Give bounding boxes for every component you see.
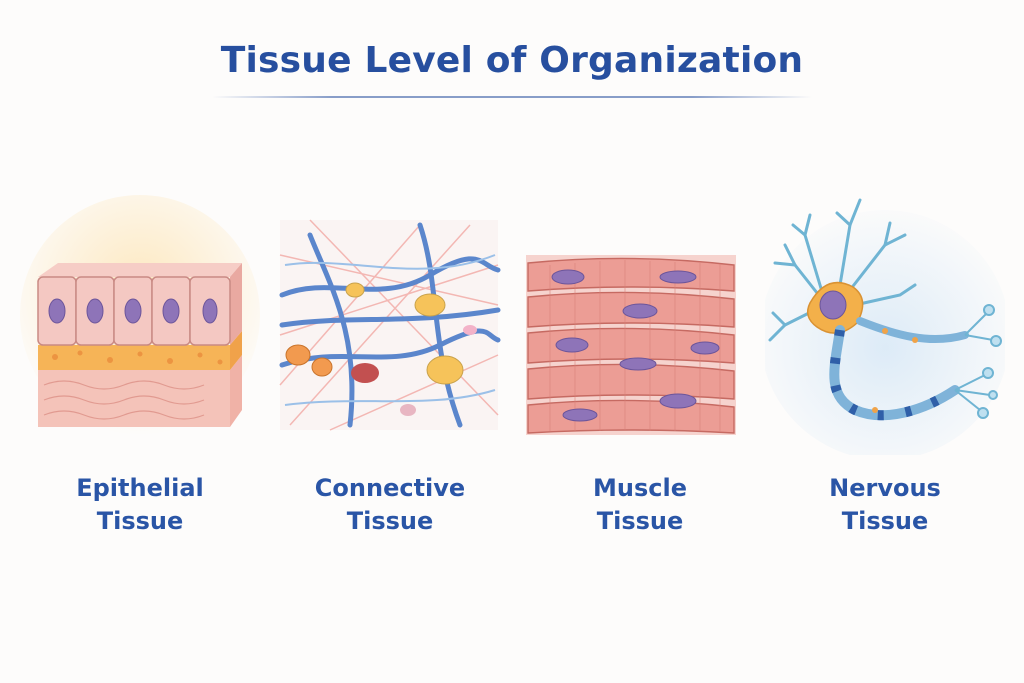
nervous-tissue-illustration	[765, 195, 1005, 455]
muscle-tissue-illustration	[520, 195, 760, 455]
epithelial-label-line1: Epithelial	[76, 474, 204, 502]
page-title: Tissue Level of Organization	[220, 40, 804, 81]
muscle-tissue-label: Muscle Tissue	[520, 472, 760, 538]
epithelial-tissue-illustration	[20, 195, 260, 455]
epithelial-icon	[20, 195, 260, 435]
nervous-icon	[765, 198, 1005, 455]
connective-icon	[279, 219, 501, 431]
nervous-tissue-label: Nervous Tissue	[765, 472, 1005, 538]
connective-label-line2: Tissue	[346, 507, 434, 535]
nervous-label-line1: Nervous	[829, 474, 941, 502]
epithelial-tissue-label: Epithelial Tissue	[20, 472, 260, 538]
muscle-label-line1: Muscle	[593, 474, 687, 502]
muscle-icon	[526, 255, 736, 435]
connective-label-line1: Connective	[314, 474, 466, 502]
connective-tissue-label: Connective Tissue	[270, 472, 510, 538]
nervous-label-line2: Tissue	[841, 507, 929, 535]
connective-tissue-illustration	[270, 195, 510, 455]
title-underline	[212, 96, 812, 98]
muscle-label-line2: Tissue	[596, 507, 684, 535]
epithelial-label-line2: Tissue	[96, 507, 184, 535]
